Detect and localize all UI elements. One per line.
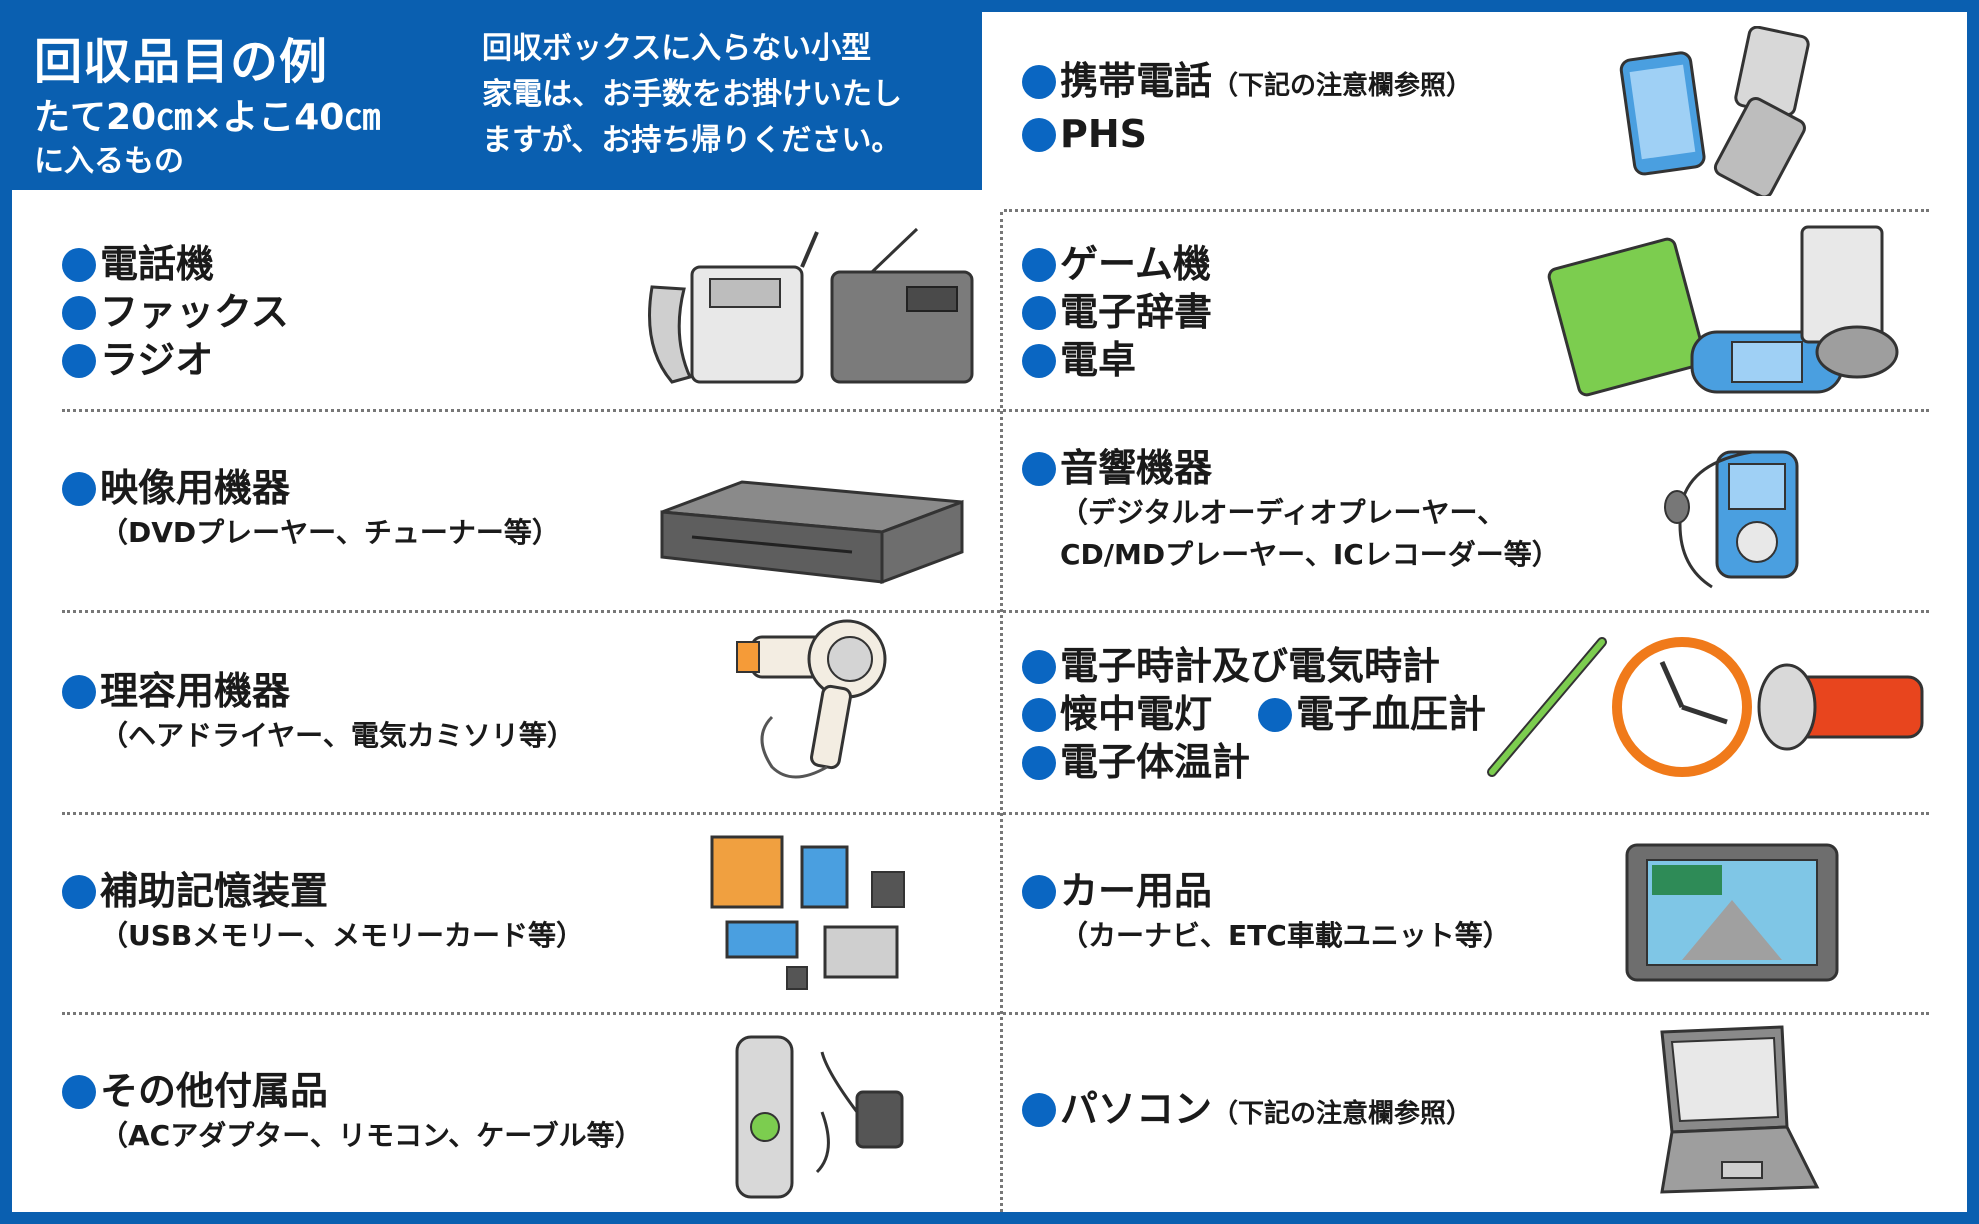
item-audio: 音響機器	[1022, 444, 1560, 492]
item-fax: ファックス	[62, 288, 289, 336]
item-clock: 電子時計及び電気時計	[1022, 642, 1486, 690]
header-note-line1: 回収ボックスに入らない小型	[482, 31, 872, 66]
bullet-icon	[1022, 698, 1056, 732]
cell-audio: 音響機器 （デジタルオーディオプレーヤー、 CD/MDプレーヤー、ICレコーダー…	[1022, 444, 1560, 576]
remote-adapter-icon	[735, 1035, 904, 1199]
bullet-icon	[1258, 698, 1293, 732]
audio-sub1: （デジタルオーディオプレーヤー、	[1060, 496, 1506, 529]
cell-clock: 電子時計及び電気時計 懐中電灯電子血圧計 電子体温計	[1022, 642, 1486, 786]
bullet-icon	[62, 472, 96, 506]
clock-flashlight-icon	[1487, 637, 1924, 777]
bullet-icon	[1022, 452, 1056, 486]
video-sub: （DVDプレーヤー、チューナー等）	[100, 516, 560, 549]
bullet-icon	[62, 1075, 96, 1109]
bullet-icon	[1022, 1093, 1056, 1127]
cell-video: 映像用機器 （DVDプレーヤー、チューナー等）	[62, 464, 560, 554]
cell-phone: 電話機 ファックス ラジオ	[62, 240, 289, 384]
cell-game: ゲーム機 電子辞書 電卓	[1022, 240, 1212, 384]
game-calculator-icon	[1547, 225, 1899, 397]
audio-sub2: CD/MDプレーヤー、ICレコーダー等）	[1060, 538, 1560, 571]
mobile-phone-icon	[1619, 26, 1810, 196]
bullet-icon	[62, 248, 96, 282]
mobile-note: （下記の注意欄参照）	[1212, 71, 1473, 101]
hair-dryer-icon	[736, 619, 887, 779]
car-sub: （カーナビ、ETC車載ユニット等）	[1060, 919, 1511, 952]
column-divider	[1000, 212, 1003, 1212]
row-divider	[1004, 209, 1929, 212]
bullet-icon	[1022, 875, 1056, 909]
bullet-icon	[1022, 650, 1056, 684]
telephone-radio-icon	[648, 227, 974, 384]
storage-sub: （USBメモリー、メモリーカード等）	[100, 919, 584, 952]
music-player-icon	[1664, 450, 1799, 589]
cell-car: カー用品 （カーナビ、ETC車載ユニット等）	[1022, 867, 1511, 957]
bullet-icon	[62, 675, 96, 709]
row-divider	[62, 812, 1929, 815]
cell-pc: パソコン（下記の注意欄参照）	[1022, 1085, 1472, 1138]
header-banner: 回収品目の例 たて20㎝×よこ40㎝ に入るもの 回収ボックスに入らない小型 家…	[12, 12, 982, 190]
bullet-icon	[1022, 118, 1056, 152]
item-pc: パソコン（下記の注意欄参照）	[1022, 1085, 1472, 1138]
dvd-player-icon	[660, 480, 964, 585]
memory-card-icon	[710, 835, 905, 990]
laptop-icon	[1660, 1025, 1820, 1194]
car-navigation-icon	[1625, 843, 1839, 982]
pc-note: （下記の注意欄参照）	[1212, 1099, 1473, 1129]
header-size: たて20㎝×よこ40㎝	[34, 97, 381, 138]
header-note-line3: ますが、お持ち帰りください。	[482, 123, 902, 158]
item-accessory: その他付属品	[62, 1067, 643, 1115]
bullet-icon	[1022, 65, 1056, 99]
header-note: 回収ボックスに入らない小型 家電は、お手数をお掛けいたし ますが、お持ち帰りくだ…	[482, 26, 972, 164]
item-game: ゲーム機	[1022, 240, 1212, 288]
item-video: 映像用機器	[62, 464, 560, 512]
item-beauty: 理容用機器	[62, 667, 575, 715]
beauty-sub: （ヘアドライヤー、電気カミソリ等）	[100, 719, 575, 752]
bullet-icon	[1022, 344, 1056, 378]
item-radio: ラジオ	[62, 336, 289, 384]
bullet-icon	[1022, 296, 1056, 330]
item-storage: 補助記憶装置	[62, 867, 584, 915]
bullet-icon	[62, 344, 96, 378]
bullet-icon	[62, 296, 96, 330]
accessory-sub: （ACアダプター、リモコン、ケーブル等）	[100, 1119, 643, 1152]
item-phone: 電話機	[62, 240, 289, 288]
row-divider	[62, 1012, 1929, 1015]
cell-beauty: 理容用機器 （ヘアドライヤー、電気カミソリ等）	[62, 667, 575, 757]
item-calculator: 電卓	[1022, 336, 1212, 384]
cell-storage: 補助記憶装置 （USBメモリー、メモリーカード等）	[62, 867, 584, 957]
item-car: カー用品	[1022, 867, 1511, 915]
item-flashlight-bp: 懐中電灯電子血圧計	[1022, 690, 1486, 738]
item-thermometer: 電子体温計	[1022, 738, 1486, 786]
header-note-line2: 家電は、お手数をお掛けいたし	[482, 77, 902, 112]
bullet-icon	[1022, 248, 1056, 282]
row-divider	[62, 409, 1929, 412]
bullet-icon	[1022, 746, 1056, 780]
header-title: 回収品目の例	[34, 34, 329, 90]
item-phs: PHS	[1022, 110, 1472, 158]
cell-accessory: その他付属品 （ACアダプター、リモコン、ケーブル等）	[62, 1067, 643, 1157]
item-mobile: 携帯電話（下記の注意欄参照）	[1022, 57, 1472, 110]
header-fit: に入るもの	[34, 144, 184, 179]
bullet-icon	[62, 875, 96, 909]
row-divider	[62, 610, 1929, 613]
item-dictionary: 電子辞書	[1022, 288, 1212, 336]
cell-mobile: 携帯電話（下記の注意欄参照） PHS	[1022, 57, 1472, 158]
